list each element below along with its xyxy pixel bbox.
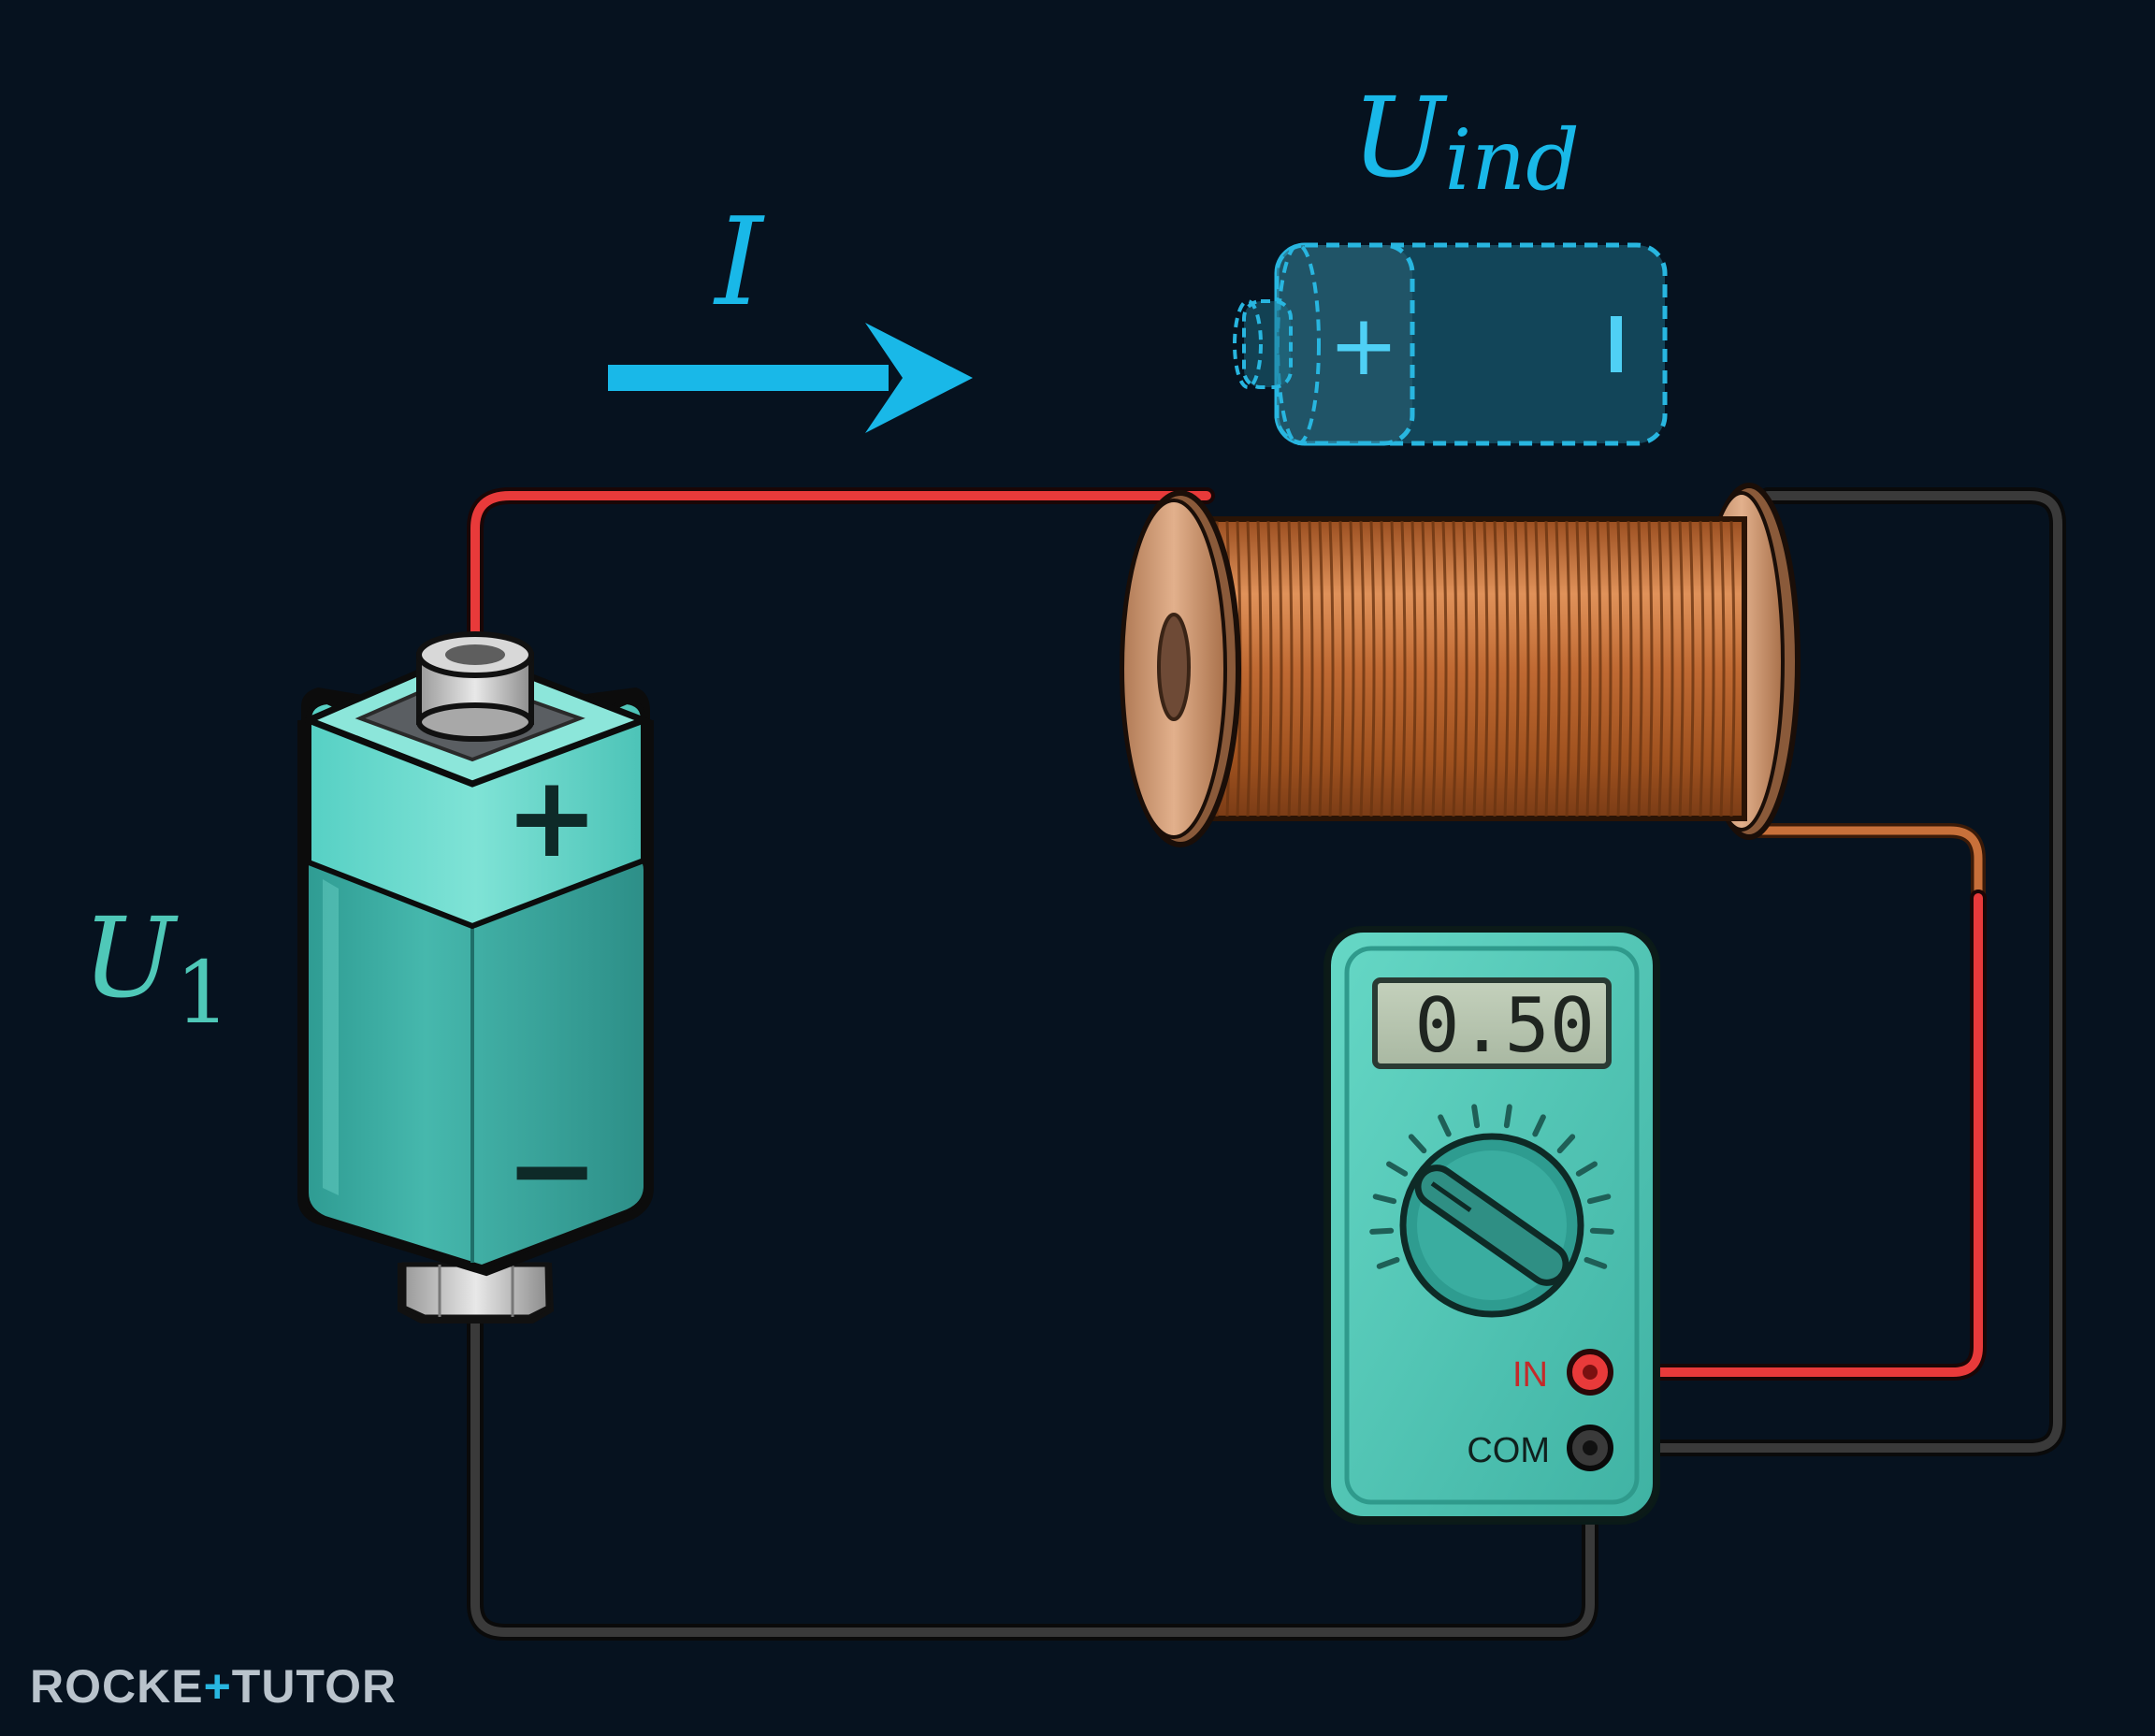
coil-turn: [1482, 520, 1489, 817]
coil-turn: [1462, 520, 1468, 817]
dial-tick: [1503, 1104, 1512, 1129]
coil-turn: [1328, 520, 1335, 817]
dial-tick: [1584, 1256, 1608, 1269]
coil-turn: [1410, 520, 1417, 817]
coil-turn: [1729, 520, 1736, 817]
coil-turn: [1699, 520, 1705, 817]
coil-turn: [1390, 520, 1396, 817]
coil-turn: [1668, 520, 1674, 817]
red-wire-battery-to-coil: [467, 487, 1215, 654]
dial-tick: [1438, 1114, 1452, 1137]
battery-positive-terminal: [416, 631, 534, 742]
induced-battery: +: [1233, 242, 1668, 446]
coil-turn: [1338, 520, 1345, 817]
coil-turn: [1606, 520, 1613, 817]
coil-turn: [1555, 520, 1561, 817]
coil-turn: [1524, 520, 1530, 817]
coil-turn: [1287, 520, 1294, 817]
coil-turn: [1369, 520, 1376, 817]
induced-voltage-label: Uind: [1352, 73, 1580, 210]
coil-turn: [1719, 520, 1726, 817]
svg-text:ROCKE+TUTOR: ROCKE+TUTOR: [30, 1660, 397, 1713]
coil-turn: [1616, 520, 1623, 817]
dial-tick: [1376, 1256, 1400, 1269]
coil-turn: [1534, 520, 1540, 817]
dial-tick: [1575, 1161, 1598, 1177]
multimeter: 0.50 IN COM: [1323, 926, 1660, 1525]
dial-tick: [1532, 1114, 1546, 1137]
coil-turn: [1452, 520, 1458, 817]
coil-turn: [1596, 520, 1602, 817]
dial-tick: [1556, 1134, 1576, 1154]
coil-turn: [1277, 520, 1283, 817]
dial-tick: [1386, 1161, 1409, 1177]
coil-core-hole: [1157, 613, 1191, 721]
coil-turn: [1441, 520, 1448, 817]
coil-turn: [1421, 520, 1427, 817]
coil-turn: [1709, 520, 1715, 817]
multimeter-reading: 0.50: [1414, 982, 1595, 1069]
dial-tick: [1471, 1104, 1481, 1129]
coil-turn: [1318, 520, 1324, 817]
coil-turn: [1657, 520, 1664, 817]
dial-tick: [1589, 1227, 1614, 1235]
battery-voltage-label: U1: [82, 893, 230, 1043]
coil-turn: [1431, 520, 1438, 817]
coil-turn: [1544, 520, 1551, 817]
coil-turn: [1627, 520, 1633, 817]
dial-tick: [1586, 1194, 1612, 1205]
coil-turn: [1266, 520, 1273, 817]
coil-turn: [1647, 520, 1654, 817]
coil-turn: [1585, 520, 1592, 817]
battery-plus-sign: +: [505, 753, 600, 883]
dial-tick: [1408, 1134, 1427, 1154]
coil-turn: [1493, 520, 1499, 817]
multimeter-display: [1372, 977, 1612, 1069]
current-arrow: [608, 323, 973, 433]
coil-turn: [1678, 520, 1685, 817]
com-jack-label: COM: [1467, 1431, 1550, 1470]
coil-turn: [1256, 520, 1263, 817]
coil-turn: [1359, 520, 1366, 817]
coil-turn: [1575, 520, 1582, 817]
battery-body: [309, 856, 644, 1265]
brand-logo: ROCKE+TUTOR: [30, 1660, 397, 1713]
dial-ticks: [1369, 1104, 1614, 1269]
coil-turn: [1565, 520, 1571, 817]
coil-turn: [1380, 520, 1386, 817]
battery: + −: [297, 631, 654, 1324]
selector-dial[interactable]: [1399, 1133, 1584, 1318]
induced-minus-sign: [1611, 316, 1622, 372]
dial-tick: [1372, 1194, 1397, 1205]
induced-plus-sign: +: [1328, 297, 1398, 395]
coil-turn: [1637, 520, 1643, 817]
coil-turn: [1503, 520, 1510, 817]
coil-turn: [1308, 520, 1314, 817]
coil-turn: [1513, 520, 1520, 817]
in-jack-label: IN: [1512, 1355, 1548, 1395]
coil: [1120, 483, 1801, 847]
current-label: I: [713, 191, 765, 333]
battery-minus-sign: −: [505, 1106, 600, 1236]
dial-tick: [1369, 1227, 1395, 1235]
coil-turn: [1246, 520, 1252, 817]
coil-turn: [1472, 520, 1479, 817]
coil-turn: [1297, 520, 1304, 817]
coil-turn: [1400, 520, 1407, 817]
coil-turn: [1349, 520, 1355, 817]
wires: [467, 487, 2066, 1641]
coil-turn: [1688, 520, 1695, 817]
